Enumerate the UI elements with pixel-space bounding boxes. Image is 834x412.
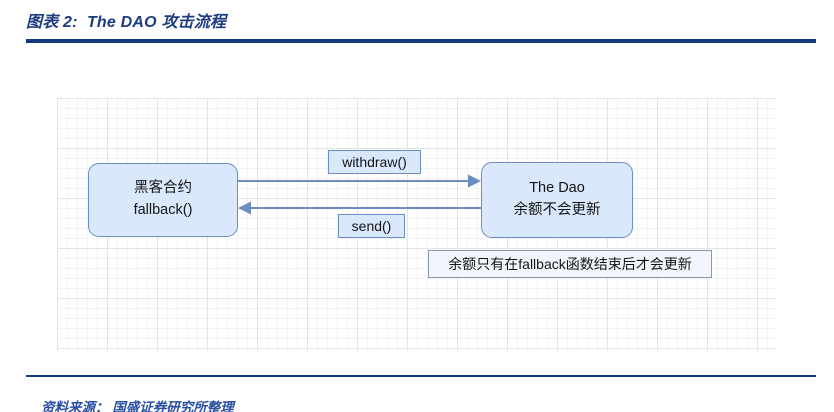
withdraw-edge-label: withdraw() bbox=[328, 150, 421, 174]
node-hacker-contract-line1: 黑客合约 bbox=[134, 180, 192, 197]
source-text: 国盛证券研究所整理 bbox=[112, 400, 234, 412]
node-hacker-contract: 黑客合约 fallback() bbox=[88, 163, 238, 237]
diagram-grid bbox=[57, 98, 776, 351]
note-box: 余额只有在fallback函数结束后才会更新 bbox=[428, 250, 712, 278]
source-line: 资料来源： 国盛证券研究所整理 bbox=[26, 381, 234, 412]
title-rule bbox=[26, 39, 816, 43]
send-edge-label: send() bbox=[338, 214, 405, 238]
node-the-dao-line2: 余额不会更新 bbox=[513, 202, 601, 218]
source-rule bbox=[26, 375, 816, 377]
node-hacker-contract-line2: fallback() bbox=[133, 202, 193, 218]
node-the-dao-line1: The Dao bbox=[529, 180, 585, 197]
source-label: 资料来源： bbox=[41, 400, 113, 412]
figure-title: 图表 2: The DAO 攻击流程 bbox=[26, 14, 227, 31]
node-the-dao: The Dao 余额不会更新 bbox=[481, 162, 633, 238]
